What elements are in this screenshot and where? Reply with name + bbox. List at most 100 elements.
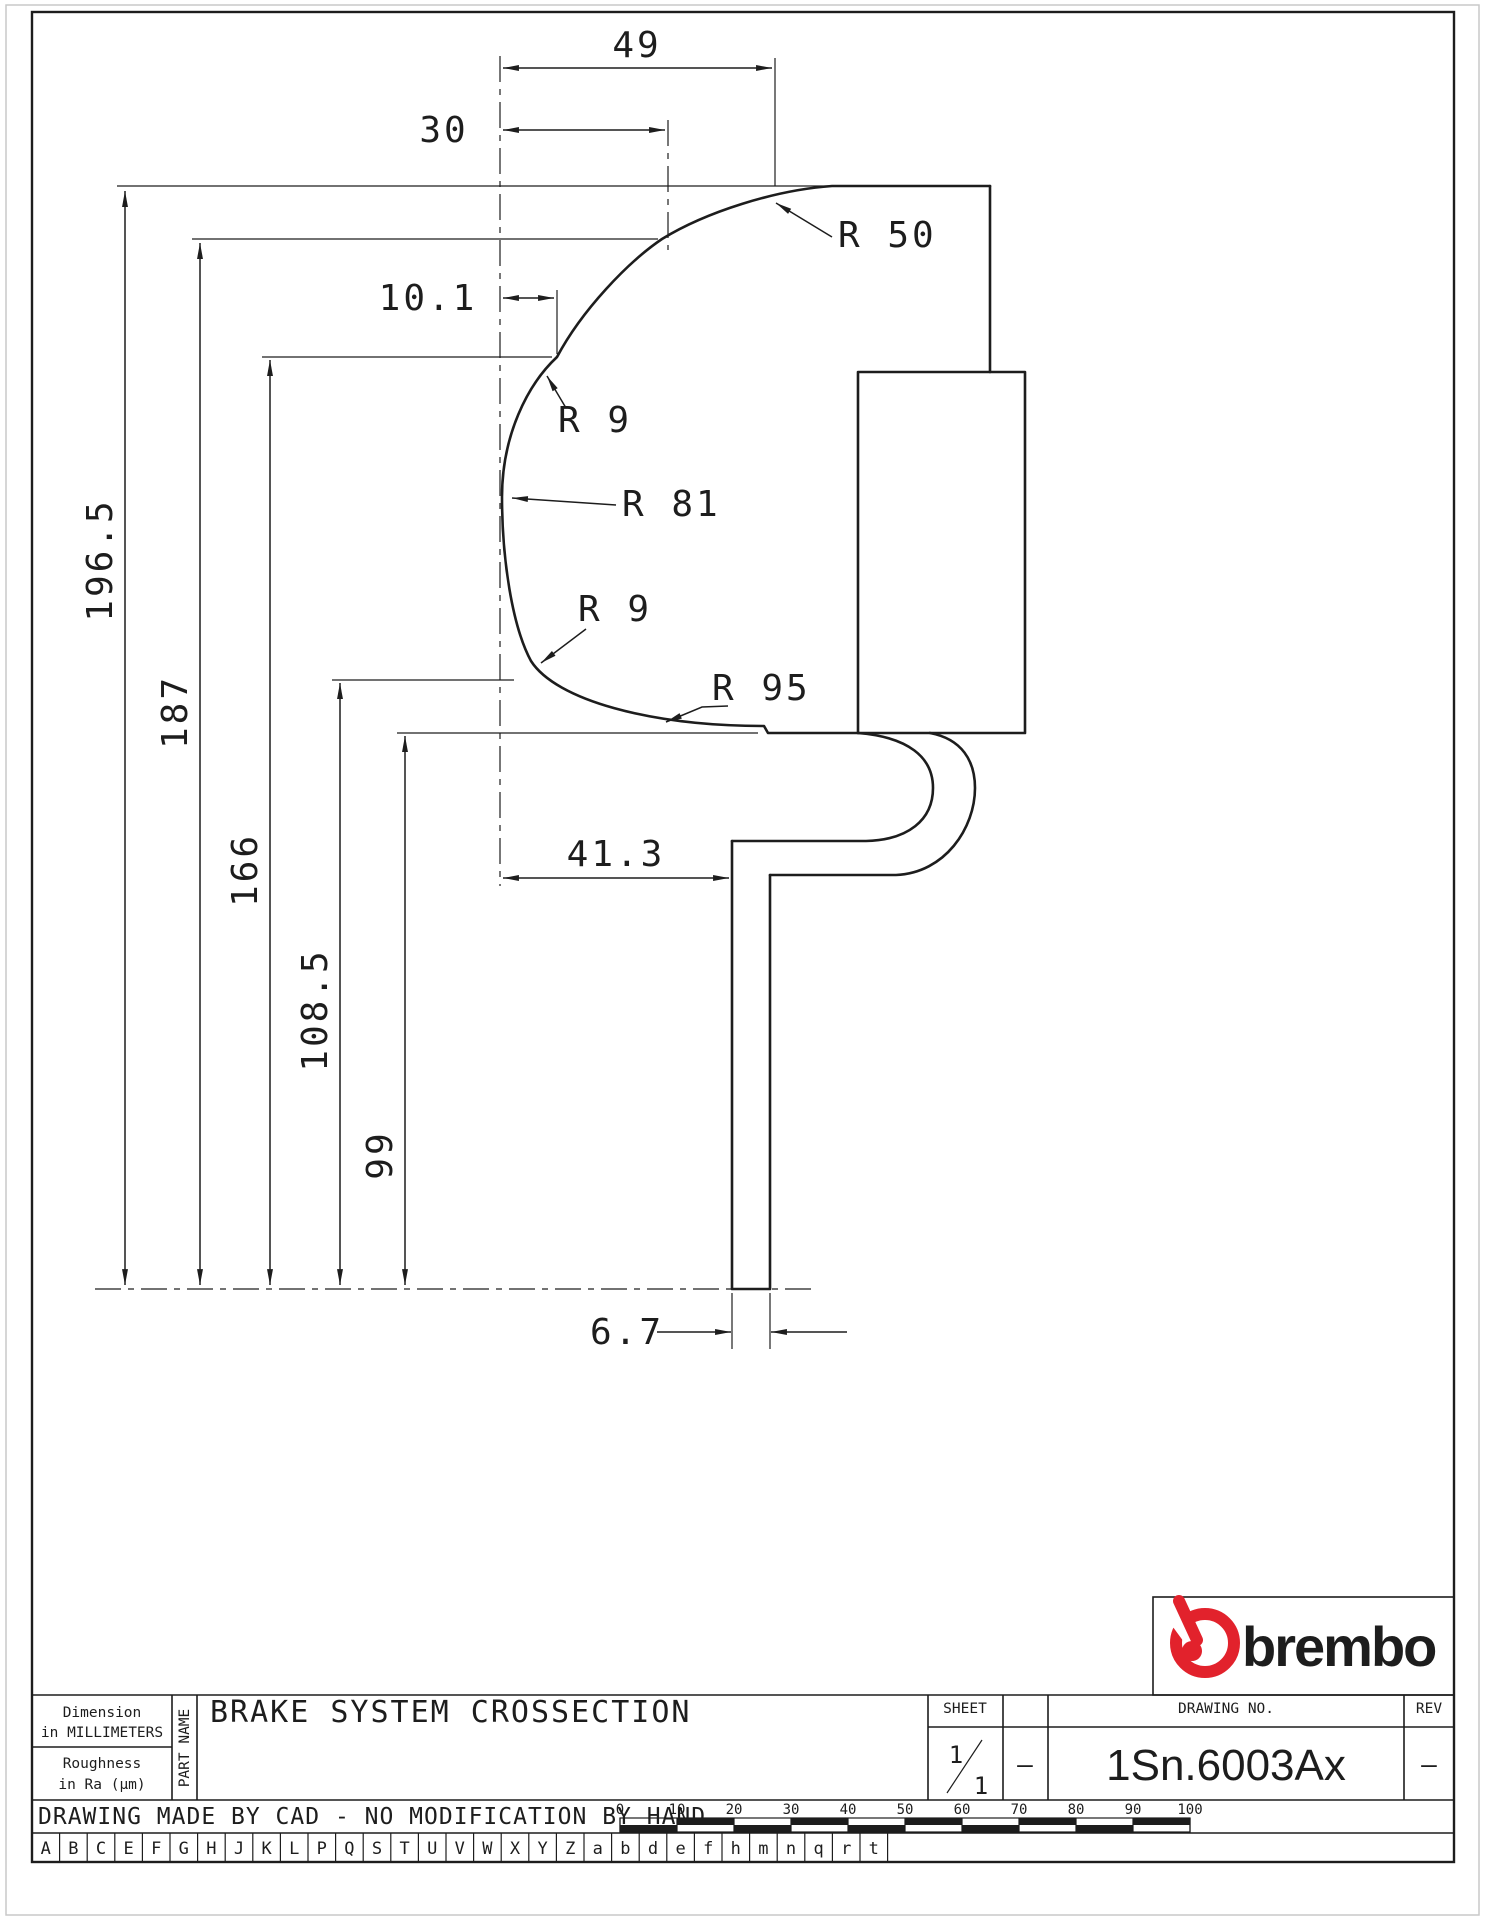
index-letter: K bbox=[261, 1839, 272, 1859]
radius-label-r9-lower: R 9 bbox=[578, 589, 652, 630]
index-letter: t bbox=[869, 1839, 879, 1859]
brembo-ring-icon bbox=[1170, 1608, 1240, 1678]
footer-row: DRAWING MADE BY CAD - NO MODIFICATION BY… bbox=[38, 1802, 1203, 1862]
dimension-note-line2: in MILLIMETERS bbox=[41, 1725, 163, 1741]
part-title: BRAKE SYSTEM CROSSECTION bbox=[210, 1695, 691, 1730]
radius-label-r9-upper: R 9 bbox=[558, 400, 632, 441]
index-letter: H bbox=[206, 1839, 216, 1859]
scale-tick-label: 20 bbox=[726, 1802, 743, 1818]
drawing-frame bbox=[30, 10, 1456, 1864]
scale-segment bbox=[1133, 1818, 1190, 1825]
scale-segment bbox=[1019, 1818, 1076, 1825]
rev-label: REV bbox=[1416, 1701, 1442, 1717]
index-letter: S bbox=[372, 1839, 382, 1859]
scale-segment bbox=[905, 1818, 962, 1825]
index-letter: L bbox=[289, 1839, 299, 1859]
index-letter: Z bbox=[565, 1839, 575, 1859]
scale-tick-label: 80 bbox=[1068, 1802, 1085, 1818]
dim-label-196-5: 196.5 bbox=[80, 498, 121, 621]
index-letter: P bbox=[317, 1839, 327, 1859]
index-letter: F bbox=[151, 1839, 161, 1859]
index-letter: h bbox=[731, 1839, 741, 1859]
index-letter: X bbox=[510, 1839, 521, 1859]
index-letter: Q bbox=[344, 1839, 354, 1859]
dim-label-99: 99 bbox=[360, 1130, 401, 1179]
scale-segment bbox=[677, 1818, 734, 1825]
index-letter: B bbox=[68, 1839, 78, 1859]
profile-neck-outer bbox=[768, 731, 977, 877]
scale-tick-label: 70 bbox=[1011, 1802, 1028, 1818]
scale-tick-label: 30 bbox=[783, 1802, 800, 1818]
scale-tick-label: 10 bbox=[669, 1802, 686, 1818]
index-letter: Y bbox=[537, 1839, 547, 1859]
sheet-fraction-slash bbox=[946, 1739, 983, 1794]
dim-label-6-7: 6.7 bbox=[590, 1312, 664, 1353]
profile-block bbox=[856, 370, 1027, 735]
index-letter: W bbox=[482, 1839, 493, 1859]
profile-stem bbox=[730, 839, 772, 1291]
leader-r81 bbox=[511, 496, 617, 506]
radius-label-r81: R 81 bbox=[622, 484, 721, 525]
sheet-numerator: 1 bbox=[949, 1741, 963, 1769]
leader-r9-upper bbox=[546, 375, 567, 409]
profile-neck-inner bbox=[730, 731, 935, 843]
dim-label-30: 30 bbox=[419, 110, 468, 151]
sheet-dash: – bbox=[1017, 1750, 1033, 1780]
cad-note: DRAWING MADE BY CAD - NO MODIFICATION BY… bbox=[38, 1804, 706, 1830]
radius-label-r50: R 50 bbox=[838, 215, 937, 256]
index-letter: G bbox=[179, 1839, 189, 1859]
scale-tick-label: 50 bbox=[897, 1802, 914, 1818]
index-letter: b bbox=[620, 1839, 630, 1859]
index-letter: T bbox=[399, 1839, 409, 1859]
sheet-label: SHEET bbox=[943, 1701, 987, 1717]
drawing-no-label: DRAWING NO. bbox=[1178, 1701, 1274, 1717]
dim-label-10-1: 10.1 bbox=[379, 278, 478, 319]
profile-outline bbox=[500, 184, 992, 735]
brembo-wordmark: brembo bbox=[1242, 1615, 1436, 1678]
index-letter: J bbox=[234, 1839, 244, 1859]
rev-value: – bbox=[1421, 1750, 1437, 1780]
index-letter: e bbox=[675, 1839, 685, 1859]
index-letter: E bbox=[123, 1839, 133, 1859]
radius-callouts: R 50 R 9 R 81 R 9 R 95 bbox=[511, 202, 937, 723]
scale-tick-label: 90 bbox=[1125, 1802, 1142, 1818]
leader-r95 bbox=[665, 705, 729, 723]
scale-segment bbox=[848, 1825, 905, 1832]
scale-bar bbox=[619, 1817, 1191, 1833]
index-letter: m bbox=[758, 1839, 768, 1859]
scale-tick-label: 100 bbox=[1177, 1802, 1202, 1818]
part-name-label: PART NAME bbox=[177, 1709, 193, 1788]
index-letter: C bbox=[96, 1839, 106, 1859]
sheet-denominator: 1 bbox=[974, 1772, 988, 1800]
index-letter: q bbox=[813, 1839, 823, 1859]
index-letter: V bbox=[455, 1839, 465, 1859]
index-letter: A bbox=[41, 1839, 51, 1859]
index-letter: d bbox=[648, 1839, 658, 1859]
dim-label-49: 49 bbox=[612, 25, 661, 66]
radius-label-r95: R 95 bbox=[712, 668, 811, 709]
index-letter: n bbox=[786, 1839, 796, 1859]
scale-tick-label: 0 bbox=[616, 1802, 624, 1818]
scale-segment bbox=[1076, 1825, 1133, 1832]
leader-r50 bbox=[775, 202, 833, 238]
dim-label-41-3: 41.3 bbox=[567, 834, 666, 875]
scale-segment bbox=[962, 1825, 1019, 1832]
logo-stem bbox=[1173, 1595, 1203, 1646]
scale-segment bbox=[734, 1825, 791, 1832]
scale-segment bbox=[791, 1818, 848, 1825]
roughness-note-line2: in Ra (µm) bbox=[58, 1777, 145, 1793]
drawing-no-value: 1Sn.6003Ax bbox=[1106, 1741, 1346, 1790]
dimension-note-line1: Dimension bbox=[63, 1705, 142, 1721]
dim-label-108-5: 108.5 bbox=[295, 948, 336, 1071]
index-letter: f bbox=[703, 1839, 713, 1859]
scale-segment bbox=[620, 1825, 677, 1832]
index-letter: U bbox=[427, 1839, 437, 1859]
index-letter: r bbox=[841, 1839, 851, 1859]
part-profile bbox=[500, 184, 1027, 1291]
dim-label-187: 187 bbox=[155, 675, 196, 749]
scale-tick-label: 40 bbox=[840, 1802, 857, 1818]
dimensions: 49 30 10.1 196.5 187 166 108.5 99 41.3 bbox=[80, 25, 847, 1353]
